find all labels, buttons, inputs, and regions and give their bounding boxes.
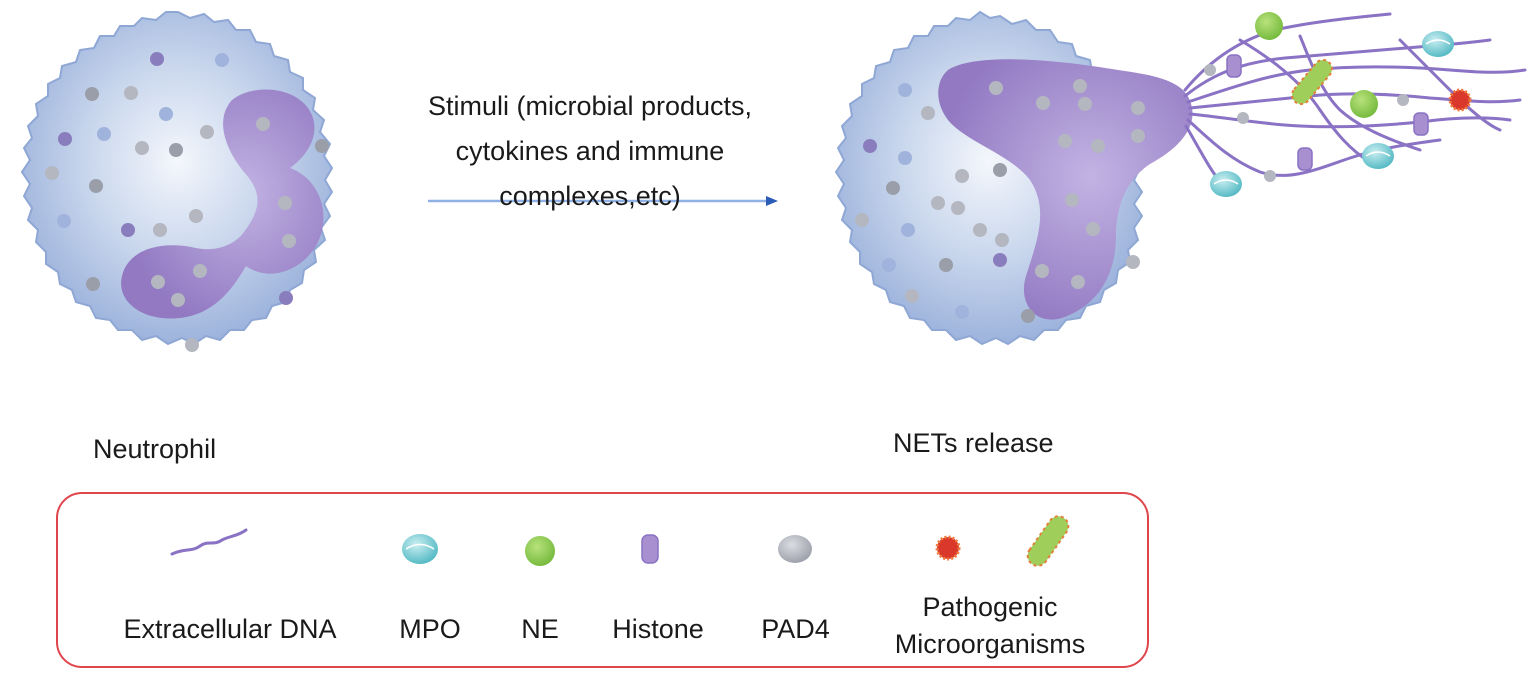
legend-label-pad4: PAD4	[761, 614, 830, 644]
stimuli-arrow	[428, 196, 778, 206]
legend-box	[56, 492, 1149, 668]
stimuli-line-3: complexes,etc)	[499, 181, 681, 211]
neutrophil-label: Neutrophil	[93, 434, 217, 464]
neutrophil-cell	[20, 11, 334, 352]
nets-cell-nucleus	[938, 59, 1193, 320]
mpo-icon	[402, 534, 438, 564]
neutrophil-granules	[45, 52, 329, 352]
nets-releasing-cell	[834, 10, 1193, 346]
legend-label-mpo: MPO	[399, 614, 461, 644]
pathogen-cocci-icon	[935, 535, 961, 561]
net-pathogens	[1291, 58, 1472, 112]
legend-label-ne: NE	[521, 614, 559, 644]
legend-label-extracellular-dna: Extracellular DNA	[123, 614, 337, 644]
ne-icon	[525, 536, 555, 566]
legend-label-histone: Histone	[612, 614, 704, 644]
extracellular-dna-icon	[170, 528, 248, 556]
legend-label-pathogenic-line-1: Pathogenic	[922, 592, 1058, 622]
nets-cell-granules	[855, 79, 1145, 323]
pad4-icon	[778, 535, 812, 563]
histone-icon	[641, 534, 659, 564]
bacterium-icon	[1026, 515, 1070, 567]
legend-label-pathogenic-line-2: Microorganisms	[894, 629, 1086, 659]
net-histones	[1226, 54, 1429, 171]
legend-icons	[170, 515, 1070, 567]
net-pad4-dots	[1204, 64, 1409, 182]
neutrophil-nucleus	[121, 89, 324, 319]
net-ne-molecules	[1255, 12, 1378, 118]
stimuli-line-1: Stimuli (microbial products,	[427, 91, 753, 121]
stimuli-description: Stimuli (microbial products, cytokines a…	[375, 84, 805, 219]
stimuli-line-2: cytokines and immune	[455, 136, 725, 166]
net-mpo-molecules	[1210, 31, 1454, 197]
nets-release-label: NETs release	[893, 428, 1054, 458]
